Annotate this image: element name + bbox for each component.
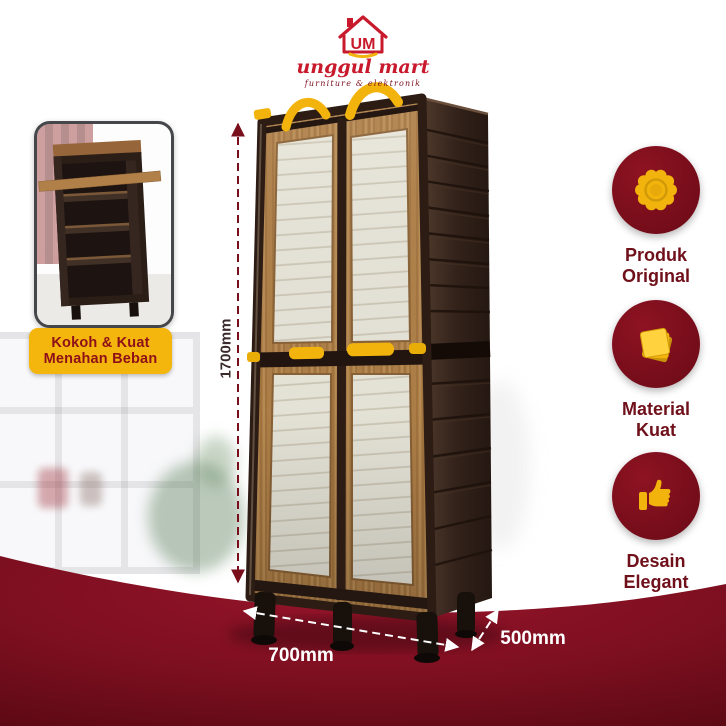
feature-item: Material Kuat	[590, 300, 722, 440]
depth-dimension-label: 500mm	[500, 628, 566, 649]
side-groove-highlights	[422, 131, 492, 497]
background-plant	[196, 436, 236, 486]
feature-label: Produk Original	[621, 245, 690, 286]
height-dimension-label: 1700mm	[217, 318, 235, 379]
feature-badge-circle	[612, 146, 700, 234]
side-top-edge	[421, 96, 489, 116]
side-grooves	[422, 127, 493, 568]
background-book	[38, 468, 68, 508]
feature-label: Desain Elegant	[623, 551, 689, 592]
brand-name: unggul mart	[296, 56, 429, 78]
feature-item: Produk Original	[590, 146, 722, 286]
brand-initials: UM	[351, 36, 376, 53]
shelf-divider	[121, 339, 128, 567]
background-book	[80, 472, 102, 506]
badge-line-2: Menahan Beban	[43, 351, 158, 367]
shelf-divider	[0, 481, 193, 488]
product-inset-photo	[34, 121, 174, 328]
thumbs-up-icon	[639, 479, 671, 510]
layers-icon	[639, 327, 673, 363]
brand-logo: UM unggul mart furniture & elektronik	[296, 15, 430, 88]
feature-badge-circle	[612, 300, 700, 388]
house-icon	[338, 15, 388, 58]
strength-badge: Kokoh & Kuat Menahan Beban	[29, 328, 172, 374]
feature-item: Desain Elegant	[590, 452, 722, 592]
width-dimension-label: 700mm	[268, 645, 334, 666]
shelves	[63, 190, 132, 266]
feature-badge-circle	[612, 452, 700, 540]
shelf-divider	[55, 339, 62, 567]
background-plant	[148, 462, 244, 572]
shelf-divider	[0, 407, 193, 414]
yellow-handles	[247, 82, 426, 362]
feature-label: Material Kuat	[621, 399, 691, 440]
side-middle-band	[426, 341, 491, 360]
open-cabinet	[38, 139, 162, 320]
badge-line-1: Kokoh & Kuat	[51, 334, 150, 351]
seal-icon	[635, 169, 677, 211]
brand-tagline: furniture & elektronik	[304, 79, 421, 88]
open-cabinet-image	[37, 124, 171, 325]
